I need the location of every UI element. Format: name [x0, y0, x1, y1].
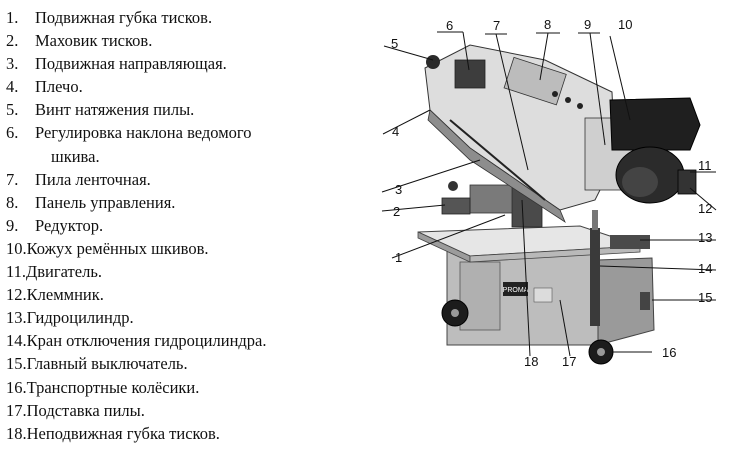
- hydraulic-cylinder: [590, 210, 650, 326]
- callout-7: 7: [493, 18, 500, 33]
- legend-item-1: 1.Подвижная губка тисков.: [6, 8, 213, 27]
- callout-11: 11: [698, 158, 712, 173]
- callout-2: 2: [393, 204, 400, 219]
- callout-4: 4: [392, 124, 399, 139]
- legend-item-7: 7.Пила ленточная.: [6, 169, 151, 189]
- callout-6: 6: [446, 18, 453, 33]
- legend-item-18: 18.Неподвижная губка тисков.: [6, 423, 220, 443]
- legend-item-5: 5.Винт натяжения пилы.: [6, 100, 195, 120]
- callout-18: 18: [524, 354, 538, 369]
- legend-item-11: 11.Двигатель.: [6, 262, 102, 282]
- legend-item-4: 4.Плечо.: [6, 77, 83, 97]
- callout-1: 1: [395, 250, 402, 265]
- band-saw-diagram: PROMA: [381, 17, 717, 369]
- legend-item-16: 16.Транспортные колёсики.: [6, 377, 200, 397]
- callout-12: 12: [698, 201, 712, 216]
- callout-17: 17: [562, 354, 576, 369]
- saw-stand: PROMA: [446, 247, 655, 346]
- legend-item-14: 14.Кран отключения гидроцилиндра.: [6, 331, 267, 351]
- callout-16: 16: [662, 345, 676, 360]
- callout-15: 15: [698, 290, 712, 305]
- parts-legend: 1.Подвижная губка тисков. 2.Маховик тиск…: [0, 6, 372, 445]
- callout-10: 10: [618, 17, 632, 32]
- legend-item-15: 15.Главный выключатель.: [6, 354, 188, 374]
- legend-item-3: 3.Подвижная направляющая.: [6, 54, 227, 74]
- callout-3: 3: [395, 182, 402, 197]
- saw-arm: [424, 44, 616, 224]
- callout-5: 5: [391, 36, 398, 51]
- leader-lines: [381, 31, 717, 357]
- legend-item-12: 12.Клеммник.: [6, 285, 104, 305]
- callout-14: 14: [698, 261, 712, 276]
- legend-item-17: 17.Подставка пилы.: [6, 400, 145, 420]
- brand-label: PROMA: [503, 287, 529, 294]
- legend-item-8: 8.Панель управления.: [6, 192, 176, 212]
- legend-item-9: 9.Редуктор.: [6, 215, 104, 235]
- drive-unit: [584, 97, 701, 204]
- callout-9: 9: [584, 17, 591, 32]
- legend-item-13: 13.Гидроцилиндр.: [6, 308, 134, 328]
- callout-13: 13: [698, 230, 712, 245]
- legend-item-6: 6.Регулировка наклона ведомого: [6, 123, 252, 143]
- legend-item-10: 10.Кожух ремённых шкивов.: [6, 238, 209, 258]
- transport-wheels: [441, 299, 614, 365]
- legend-item-2: 2.Маховик тисков.: [6, 31, 153, 51]
- callout-8: 8: [544, 17, 551, 32]
- legend-item-6-continued: шкива.: [51, 146, 100, 166]
- callout-labels: 1 2 3 4 5 6 7 8 9 10 11 12 13 14 15 16 1…: [391, 17, 712, 369]
